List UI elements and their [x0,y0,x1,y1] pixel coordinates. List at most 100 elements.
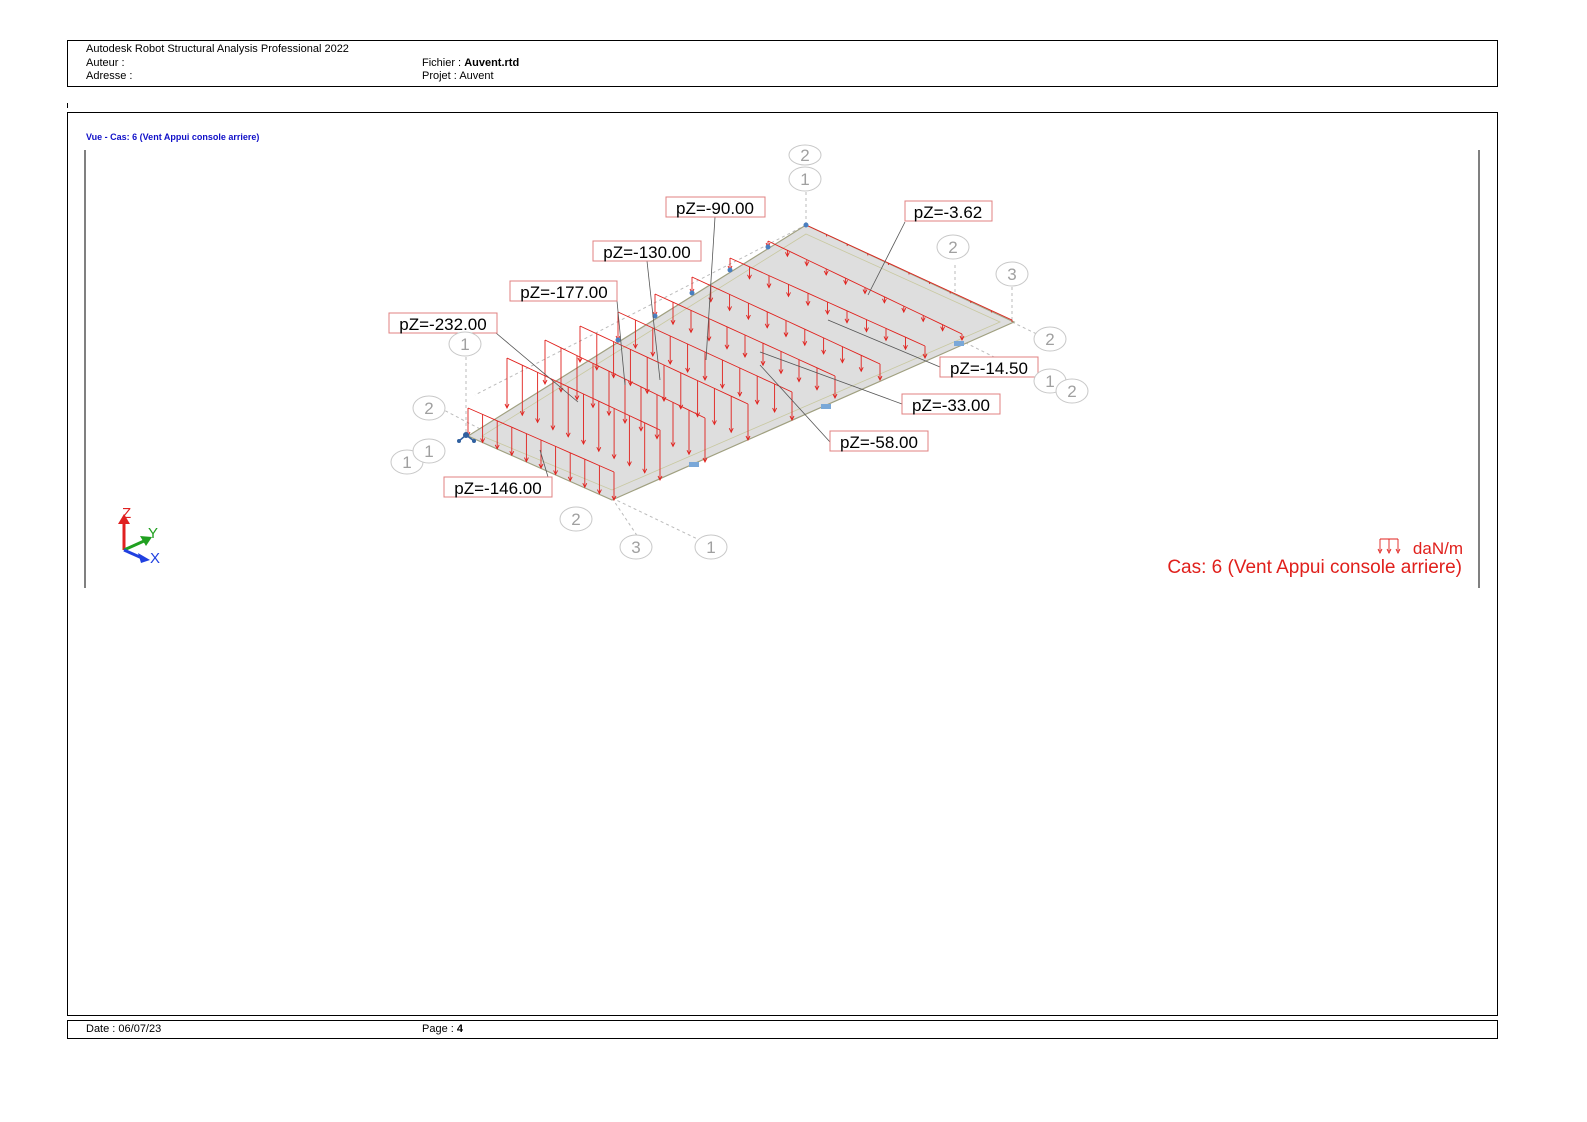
file-name: Auvent.rtd [464,57,520,69]
svg-text:2: 2 [424,399,433,418]
load-arrow-head [702,375,708,382]
load-arrow-head [784,252,790,258]
svg-text:pZ=-90.00: pZ=-90.00 [676,199,754,218]
distributed-load-icon [1377,538,1401,555]
load-arrow-head [686,449,692,456]
page-footer: Date : 06/07/23 Page : 4 [67,1020,1498,1039]
svg-text:1: 1 [424,442,433,461]
load-arrow-head [650,351,656,358]
supports [457,222,964,467]
load-arrow-head [542,379,548,386]
load-legend: daN/m Cas: 6 (Vent Appui console arriere… [1167,538,1463,578]
svg-text:pZ=-177.00: pZ=-177.00 [520,283,607,302]
load-arrow-head [839,358,845,364]
load-strip [729,257,926,347]
node-label: 2 [1055,378,1089,404]
load-arrow-head [922,353,928,360]
load-arrow-head [883,336,889,342]
load-arrow-head [862,289,868,295]
load-arrow-head [804,261,810,267]
svg-text:pZ=-146.00: pZ=-146.00 [454,479,541,498]
svg-text:1: 1 [706,538,715,557]
load-arrow-head [864,327,869,333]
load-arrow-head [535,418,541,424]
load-arrow-head [814,385,820,391]
load-arrow-head [654,434,660,440]
load-arrow-head [742,352,748,359]
svg-text:1: 1 [800,170,809,189]
load-arrow-head [553,470,559,476]
load-arrow-head [494,444,500,450]
page-info: Page : 4 [422,1023,463,1036]
project-name: Auvent [459,70,494,82]
node-label: 2 [559,506,593,532]
svg-text:pZ=-3.62: pZ=-3.62 [914,203,983,222]
support-icon [821,404,831,409]
load-arrow-head [574,395,580,401]
load-arrow-head [825,309,830,316]
load-arrow-head [519,410,525,417]
load-arrow-head [737,391,743,398]
svg-text:3: 3 [1007,265,1016,284]
load-arrow-head [920,317,926,323]
file-info: Fichier : Auvent.rtd [422,57,519,70]
load-arrow-head [727,306,733,312]
svg-text:2: 2 [1067,382,1076,401]
load-arrow-head [702,457,708,464]
svg-text:pZ=-130.00: pZ=-130.00 [603,243,690,262]
load-arrow-head [940,326,946,332]
load-strip [467,407,615,473]
load-arrow-head [688,328,694,334]
author-label: Auteur : [86,57,125,69]
load-arrow-head [685,367,691,374]
load-unit: daN/m [1413,539,1463,558]
load-arrow-head [606,410,612,417]
node-point [803,222,809,228]
load-label: pZ=-33.00 [901,393,1001,415]
svg-text:1: 1 [402,453,411,472]
load-label: pZ=-58.00 [829,430,929,452]
load-arrow-head [565,432,571,438]
load-arrow-head [581,439,586,446]
svg-text:3: 3 [631,538,640,557]
load-arrow-head [638,426,644,432]
load-arrow-head [590,403,596,409]
load-label: pZ=-3.62 [904,200,993,222]
svg-text:2: 2 [948,238,957,257]
node-point [765,244,771,250]
load-strip [805,224,1013,321]
plate[interactable] [466,224,1016,501]
load-arrow-head [567,476,573,482]
load-arrow-head [881,298,887,304]
svg-text:pZ=-232.00: pZ=-232.00 [399,315,486,334]
load-arrow-head [596,489,602,495]
node-label: 1 [448,331,482,357]
load-arrow-head [657,475,663,482]
svg-text:2: 2 [1045,330,1054,349]
load-arrow-head [789,415,795,422]
page-number: 4 [456,1023,463,1035]
load-arrow-head [754,399,760,406]
load-arrow-head [728,427,734,434]
load-arrow-head [805,300,811,307]
load-arrow-head [959,335,965,342]
plate-inner-edge [481,233,1001,491]
support-icon [457,432,476,443]
node-point [727,267,733,273]
node-label: 2 [1033,326,1067,352]
support-icon [689,462,699,467]
load-arrow-head [760,360,766,367]
load-label: pZ=-146.00 [443,476,553,498]
load-arrow-head [711,420,717,426]
node-label: 1 [694,534,728,560]
load-arrow-head [480,438,486,444]
load-arrow-head [858,367,864,373]
load-arrow-head [844,318,850,324]
load-strip [579,325,749,405]
load-arrow-head [611,454,617,460]
app-title: Autodesk Robot Structural Analysis Profe… [86,43,349,55]
svg-text:pZ=-14.50: pZ=-14.50 [950,359,1028,378]
load-strip [506,357,661,431]
axis-triad-icon: Z Y X [118,505,160,567]
